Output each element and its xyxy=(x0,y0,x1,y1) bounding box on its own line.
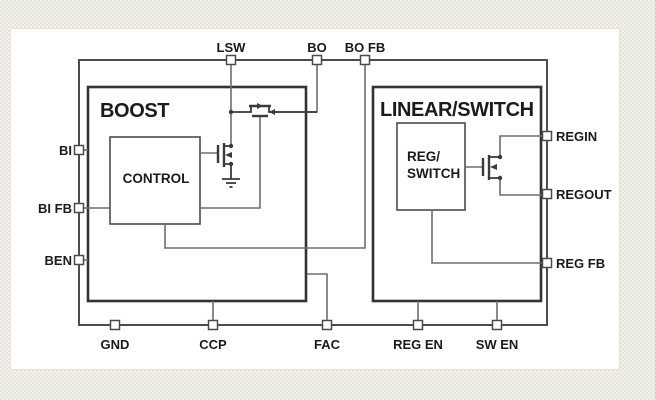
pin-label-ben: BEN xyxy=(45,253,72,268)
mosfet-body-arrow-icon xyxy=(490,164,497,170)
pin-label-regout: REGOUT xyxy=(556,187,612,202)
boost-pass-mosfet xyxy=(231,103,317,118)
reg-switch-label-line1: REG/ xyxy=(407,149,440,164)
pin-label-fac: FAC xyxy=(314,337,341,352)
wire-regout xyxy=(499,178,547,196)
pin-label-regfb: REG FB xyxy=(556,256,605,271)
linear-switch-block xyxy=(371,85,543,303)
boost-title: BOOST xyxy=(100,100,169,122)
wire-regin xyxy=(499,135,547,157)
pin-fac xyxy=(321,319,333,331)
pin-bi xyxy=(73,144,85,156)
pin-label-swen: SW EN xyxy=(476,337,519,352)
wire-control-to-bofb xyxy=(164,60,366,249)
control-label: CONTROL xyxy=(123,171,190,186)
pin-label-gnd: GND xyxy=(101,337,130,352)
junction-dot xyxy=(497,154,503,160)
pin-lsw xyxy=(225,54,237,66)
pin-label-bo: BO xyxy=(307,40,327,55)
pin-regin xyxy=(541,130,553,142)
pin-regout xyxy=(541,188,553,200)
junction-dot xyxy=(497,175,503,181)
mosfet-lead-arrow-icon xyxy=(269,109,275,115)
control-box xyxy=(109,136,201,225)
pin-ben xyxy=(73,254,85,266)
pin-bo xyxy=(311,54,323,66)
pin-regfb xyxy=(541,257,553,269)
wire-pmos-gate-to-control xyxy=(200,116,261,209)
junction-dot xyxy=(228,109,234,115)
mosfet-body-arrow-icon xyxy=(225,152,232,158)
pin-swen xyxy=(491,319,503,331)
pin-label-regin: REGIN xyxy=(556,129,597,144)
pin-label-lsw: LSW xyxy=(217,40,247,55)
mosfet-drain-lead xyxy=(268,106,317,113)
pin-label-regen: REG EN xyxy=(393,337,443,352)
pin-regen xyxy=(412,319,424,331)
diagram-panel xyxy=(10,28,620,370)
ground-symbol-icon xyxy=(222,178,240,188)
pin-bofb xyxy=(359,54,371,66)
pin-gnd xyxy=(109,319,121,331)
junction-dot xyxy=(228,161,234,167)
pin-label-bi: BI xyxy=(59,143,72,158)
pin-label-bofb: BO FB xyxy=(345,40,385,55)
mosfet-source-lead xyxy=(231,106,252,113)
pin-ccp xyxy=(207,319,219,331)
mosfet-body-arrow-icon xyxy=(257,103,263,109)
junction-dot xyxy=(228,143,234,149)
boost-switch-mosfet xyxy=(216,143,232,179)
pin-label-ccp: CCP xyxy=(199,337,227,352)
pin-bifb xyxy=(73,202,85,214)
pin-label-bifb: BI FB xyxy=(38,201,72,216)
wire-regfb xyxy=(431,210,547,264)
boost-block xyxy=(86,85,308,303)
linear-switch-title: LINEAR/SWITCH xyxy=(380,99,534,121)
linear-switch-mosfet xyxy=(481,155,500,180)
wire-fac xyxy=(307,273,328,325)
reg-switch-label-line2: SWITCH xyxy=(407,166,460,181)
